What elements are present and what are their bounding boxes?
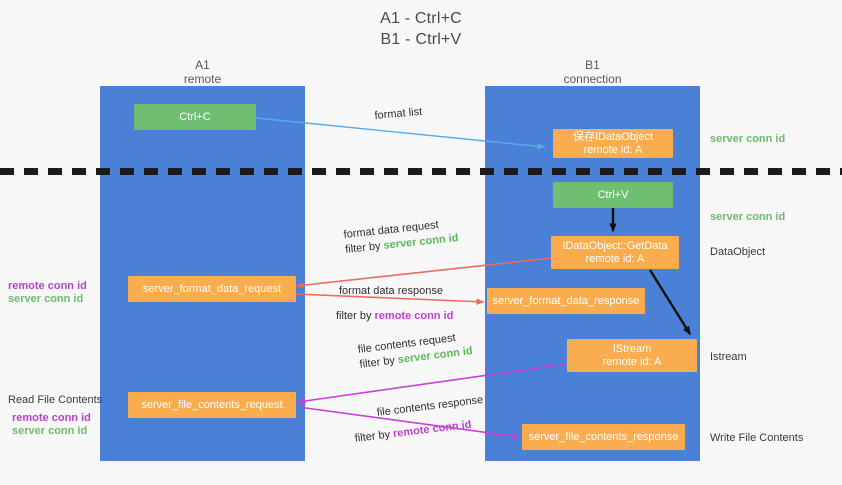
node-save-idataobject[interactable]: 保存IDataObject remote id: A (553, 129, 673, 158)
filter-value-remote-conn-id: remote conn id (392, 418, 473, 441)
edge-label-file-contents-response: file contents response filter by remote … (354, 393, 487, 445)
node-istream-line1: IStream (612, 342, 652, 355)
lane-b1-name: B1 (585, 58, 600, 72)
annotation-remote-conn-id-upper: remote conn id (8, 280, 87, 292)
annotation-read-file-contents: Read File Contents (8, 394, 103, 406)
node-save-idataobject-line2: remote id: A (583, 143, 643, 156)
edge-label-file-contents-response-filter: filter by remote conn id (354, 416, 487, 447)
edge-label-file-contents-request: file contents request filter by server c… (357, 329, 474, 373)
node-idataobject-getdata-line2: remote id: A (585, 252, 645, 265)
node-server-file-contents-request[interactable]: server_file_contents_request (128, 392, 296, 418)
node-server-format-data-request[interactable]: server_format_data_request (128, 276, 296, 302)
annotation-istream: Istream (710, 351, 747, 363)
edge-label-format-data-response-filter: filter by remote conn id (336, 309, 453, 324)
page-title: A1 - Ctrl+C B1 - Ctrl+V (0, 8, 842, 50)
title-line-1: A1 - Ctrl+C (380, 10, 462, 27)
edge-label-file-contents-response-line1: file contents response (376, 393, 484, 419)
filter-value-remote-conn-id: remote conn id (374, 310, 454, 322)
annotation-write-file-contents: Write File Contents (710, 432, 804, 444)
edge-label-format-data-response-line1: format data response (339, 285, 443, 297)
annotation-dataobject: DataObject (710, 246, 766, 258)
edge-label-format-list-text: format list (374, 105, 423, 122)
lane-a1-role: remote (183, 72, 222, 86)
edge-label-format-data-request: format data request filter by server con… (343, 216, 459, 258)
node-ctrl-v-label: Ctrl+V (597, 188, 629, 201)
lane-a1-name: A1 (195, 58, 210, 72)
filter-prefix: filter by (354, 428, 394, 445)
filter-prefix: filter by (336, 310, 375, 322)
node-idataobject-getdata-line1: IDataObject::GetData (562, 239, 668, 252)
node-server-file-contents-response-label: server_file_contents_response (528, 430, 679, 443)
node-ctrl-c-label: Ctrl+C (179, 110, 211, 123)
filter-prefix: filter by (344, 239, 385, 256)
node-ctrl-v[interactable]: Ctrl+V (553, 182, 673, 208)
annotation-remote-conn-id-lower: remote conn id (12, 412, 91, 424)
node-server-format-data-response[interactable]: server_format_data_response (487, 288, 645, 314)
node-server-file-contents-request-label: server_file_contents_request (141, 398, 283, 411)
filter-prefix: filter by (358, 354, 399, 371)
annotation-server-conn-id-top: server conn id (710, 133, 786, 145)
node-server-format-data-response-label: server_format_data_response (492, 294, 640, 307)
annotation-server-conn-id-upper: server conn id (8, 293, 84, 305)
node-save-idataobject-line1: 保存IDataObject (572, 130, 654, 143)
annotation-server-conn-id-mid: server conn id (710, 211, 786, 223)
node-ctrl-c[interactable]: Ctrl+C (134, 104, 256, 130)
annotation-server-conn-id-lower: server conn id (12, 425, 88, 437)
edge-label-format-data-response: format data response filter by remote co… (336, 284, 453, 324)
lane-header-a1: A1 remote (100, 58, 305, 86)
lane-b1-role: connection (563, 72, 622, 86)
node-istream[interactable]: IStream remote id: A (567, 339, 697, 372)
node-istream-line2: remote id: A (602, 355, 662, 368)
node-server-format-data-request-label: server_format_data_request (142, 282, 282, 295)
boundary-divider (0, 168, 842, 175)
node-idataobject-getdata[interactable]: IDataObject::GetData remote id: A (551, 236, 679, 269)
lane-header-b1: B1 connection (485, 58, 700, 86)
node-server-file-contents-response[interactable]: server_file_contents_response (522, 424, 685, 450)
title-line-2: B1 - Ctrl+V (380, 31, 462, 48)
edge-label-format-list: format list (374, 105, 423, 124)
